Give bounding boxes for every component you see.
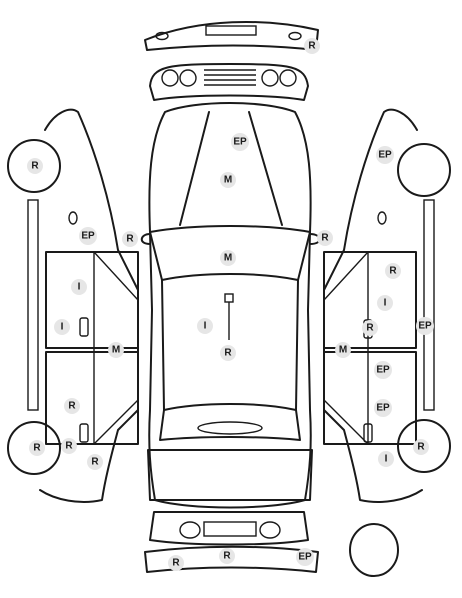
damage-mark-label: I xyxy=(385,454,388,465)
damage-mark-label: M xyxy=(339,345,347,356)
damage-marks: R EP M R R M I R R EP I I M R R R R EP R I R EP M EP EP R I R R EP xyxy=(27,38,434,571)
damage-mark-label: R xyxy=(223,551,231,562)
damage-mark-ep: EP xyxy=(374,399,392,417)
damage-mark-r: R xyxy=(168,555,184,571)
damage-mark-label: R xyxy=(417,442,425,453)
damage-mark-ep: EP xyxy=(231,133,249,151)
damage-mark-label: R xyxy=(389,266,397,277)
damage-mark-i: I xyxy=(197,318,213,334)
damage-mark-r: R xyxy=(61,438,77,454)
damage-mark-ep: EP xyxy=(376,146,394,164)
rear-view xyxy=(144,511,319,573)
damage-mark-label: M xyxy=(224,253,232,264)
damage-mark-r: R xyxy=(27,158,43,174)
damage-mark-r: R xyxy=(304,38,320,54)
damage-mark-label: I xyxy=(78,282,81,293)
damage-mark-r: R xyxy=(64,398,80,414)
damage-mark-label: EP xyxy=(376,365,390,376)
damage-mark-i: I xyxy=(54,319,70,335)
damage-mark-label: R xyxy=(224,348,232,359)
damage-mark-m: M xyxy=(220,250,236,266)
damage-mark-label: I xyxy=(384,298,387,309)
damage-mark-r: R xyxy=(122,231,138,247)
damage-mark-label: R xyxy=(68,401,76,412)
damage-mark-label: EP xyxy=(233,137,247,148)
damage-mark-ep: EP xyxy=(416,317,434,335)
damage-mark-ep: EP xyxy=(296,548,314,566)
damage-mark-r: R xyxy=(317,230,333,246)
damage-mark-r: R xyxy=(29,440,45,456)
damage-mark-label: EP xyxy=(376,403,390,414)
damage-mark-label: R xyxy=(31,161,39,172)
damage-mark-label: I xyxy=(204,321,207,332)
car-top-view xyxy=(140,102,321,509)
damage-mark-r: R xyxy=(385,263,401,279)
damage-mark-label: R xyxy=(172,558,180,569)
damage-mark-label: R xyxy=(91,457,99,468)
front-bumper-view xyxy=(144,20,319,51)
damage-mark-m: M xyxy=(108,342,124,358)
damage-mark-ep: EP xyxy=(79,227,97,245)
damage-mark-r: R xyxy=(219,548,235,564)
damage-mark-i: I xyxy=(378,451,394,467)
damage-mark-label: R xyxy=(33,443,41,454)
front-view xyxy=(149,63,309,101)
damage-mark-m: M xyxy=(335,342,351,358)
damage-mark-r: R xyxy=(220,345,236,361)
damage-mark-label: R xyxy=(65,441,73,452)
damage-mark-label: R xyxy=(126,234,134,245)
damage-mark-label: EP xyxy=(298,552,312,563)
damage-mark-r: R xyxy=(87,454,103,470)
damage-mark-label: M xyxy=(112,345,120,356)
damage-mark-label: EP xyxy=(81,231,95,242)
damage-mark-ep: EP xyxy=(374,361,392,379)
damage-mark-label: I xyxy=(61,322,64,333)
damage-mark-r: R xyxy=(362,320,378,336)
damage-mark-label: EP xyxy=(418,321,432,332)
damage-mark-label: R xyxy=(308,41,316,52)
spare-wheel xyxy=(349,523,399,577)
damage-mark-label: EP xyxy=(378,150,392,161)
damage-mark-r: R xyxy=(413,439,429,455)
damage-mark-m: M xyxy=(220,172,236,188)
damage-mark-label: M xyxy=(224,175,232,186)
damage-mark-i: I xyxy=(71,279,87,295)
damage-mark-label: R xyxy=(366,323,374,334)
damage-mark-i: I xyxy=(377,295,393,311)
damage-mark-label: R xyxy=(321,233,329,244)
